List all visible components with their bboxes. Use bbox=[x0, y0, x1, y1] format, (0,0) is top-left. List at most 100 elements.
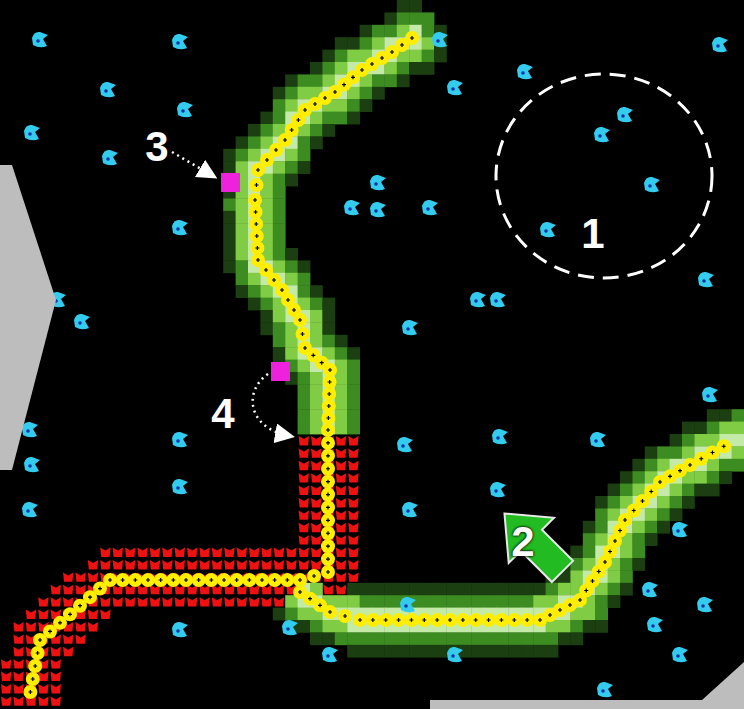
green-trail-cell bbox=[546, 583, 559, 596]
red-trail-cell bbox=[51, 585, 61, 594]
callout-number: 3 bbox=[145, 126, 168, 168]
ant-eye bbox=[28, 464, 32, 468]
agent-mark bbox=[301, 332, 305, 336]
green-trail-cell bbox=[521, 632, 534, 645]
red-trail-cell bbox=[311, 473, 321, 482]
red-trail-cell bbox=[51, 659, 61, 668]
green-trail-cell bbox=[422, 62, 435, 75]
green-trail-cell bbox=[645, 508, 658, 521]
green-trail-cell bbox=[409, 50, 422, 63]
agent-mark bbox=[360, 68, 364, 72]
trail-agent bbox=[494, 613, 508, 627]
green-trail-cell bbox=[570, 632, 583, 645]
red-trail-cell bbox=[100, 597, 110, 606]
red-trail-cell bbox=[348, 510, 358, 519]
green-trail-cell bbox=[409, 12, 422, 25]
agent-mark bbox=[265, 158, 269, 162]
red-trail-cell bbox=[162, 597, 172, 606]
green-trail-cell bbox=[298, 273, 311, 286]
trail-agent bbox=[443, 613, 457, 627]
green-trail-cell bbox=[484, 632, 497, 645]
ant-agent bbox=[102, 150, 118, 165]
agent-mark bbox=[235, 578, 239, 582]
red-trail-cell bbox=[274, 548, 284, 557]
red-trail-cell bbox=[336, 560, 346, 569]
red-trail-cell bbox=[224, 548, 234, 557]
green-trail-cell bbox=[620, 484, 633, 497]
green-trail-cell bbox=[298, 608, 311, 621]
red-trail-cell bbox=[299, 548, 309, 557]
green-trail-cell bbox=[670, 496, 683, 509]
agent-mark bbox=[280, 288, 284, 292]
gray-chevron bbox=[0, 165, 56, 470]
green-trail-cell bbox=[285, 99, 298, 112]
agent-mark bbox=[722, 444, 726, 448]
red-trail-cell bbox=[348, 436, 358, 445]
green-trail-cell bbox=[248, 149, 261, 162]
green-trail-cell bbox=[707, 471, 720, 484]
trail-agent bbox=[507, 613, 521, 627]
marker-square bbox=[221, 173, 240, 192]
green-trail-cell bbox=[347, 112, 360, 125]
trail-agent bbox=[322, 387, 336, 401]
green-trail-cell bbox=[273, 335, 286, 348]
green-trail-cell bbox=[670, 484, 683, 497]
green-trail-cell bbox=[397, 12, 410, 25]
ant-agent bbox=[672, 522, 688, 537]
green-trail-cell bbox=[558, 632, 571, 645]
agent-mark bbox=[303, 346, 307, 350]
green-trail-cell bbox=[570, 620, 583, 633]
ant-agent bbox=[402, 320, 418, 335]
green-trail-cell bbox=[508, 645, 521, 658]
green-trail-cell bbox=[335, 384, 348, 397]
red-trail-cell bbox=[75, 622, 85, 631]
ant-agent bbox=[597, 682, 613, 697]
red-trail-cell bbox=[348, 473, 358, 482]
trail-agent bbox=[28, 659, 42, 673]
trail-agent bbox=[482, 613, 496, 627]
red-trail-cell bbox=[237, 548, 247, 557]
agent-mark bbox=[255, 234, 259, 238]
green-trail-cell bbox=[372, 645, 385, 658]
green-trail-cell bbox=[583, 533, 596, 546]
red-trail-cell bbox=[38, 610, 48, 619]
dashed-circle bbox=[496, 74, 712, 278]
red-trail-cell bbox=[311, 548, 321, 557]
trail-agent bbox=[321, 423, 335, 437]
red-trail-cell bbox=[311, 535, 321, 544]
trail-agent bbox=[321, 513, 335, 527]
agent-mark bbox=[256, 258, 260, 262]
trail-agent bbox=[26, 672, 40, 686]
green-trail-cell bbox=[583, 521, 596, 534]
ant-eye bbox=[26, 429, 30, 433]
green-trail-cell bbox=[484, 583, 497, 596]
green-trail-cell bbox=[360, 99, 373, 112]
red-trail-cell bbox=[13, 634, 23, 643]
green-trail-cell bbox=[471, 595, 484, 608]
green-trail-cell bbox=[471, 645, 484, 658]
green-trail-cell bbox=[285, 74, 298, 87]
green-trail-cell bbox=[298, 74, 311, 87]
red-trail-cell bbox=[348, 486, 358, 495]
ant-agent bbox=[282, 620, 298, 635]
green-trail-cell bbox=[645, 533, 658, 546]
ant-eye bbox=[406, 327, 410, 331]
green-trail-cell bbox=[546, 620, 559, 633]
red-trail-cell bbox=[299, 448, 309, 457]
ant-agent bbox=[172, 220, 188, 235]
green-trail-cell bbox=[236, 260, 249, 273]
green-trail-cell bbox=[236, 236, 249, 249]
green-trail-cell bbox=[260, 322, 273, 335]
green-trail-cell bbox=[422, 50, 435, 63]
green-trail-cell bbox=[372, 583, 385, 596]
green-trail-cell bbox=[694, 471, 707, 484]
agent-mark bbox=[209, 578, 213, 582]
green-trail-cell bbox=[521, 595, 534, 608]
red-trail-cell bbox=[348, 461, 358, 470]
green-trail-cell bbox=[707, 422, 720, 435]
agent-mark bbox=[397, 618, 401, 622]
green-trail-cell bbox=[273, 322, 286, 335]
green-trail-cell bbox=[595, 595, 608, 608]
green-trail-cell bbox=[285, 260, 298, 273]
agent-mark bbox=[422, 618, 426, 622]
